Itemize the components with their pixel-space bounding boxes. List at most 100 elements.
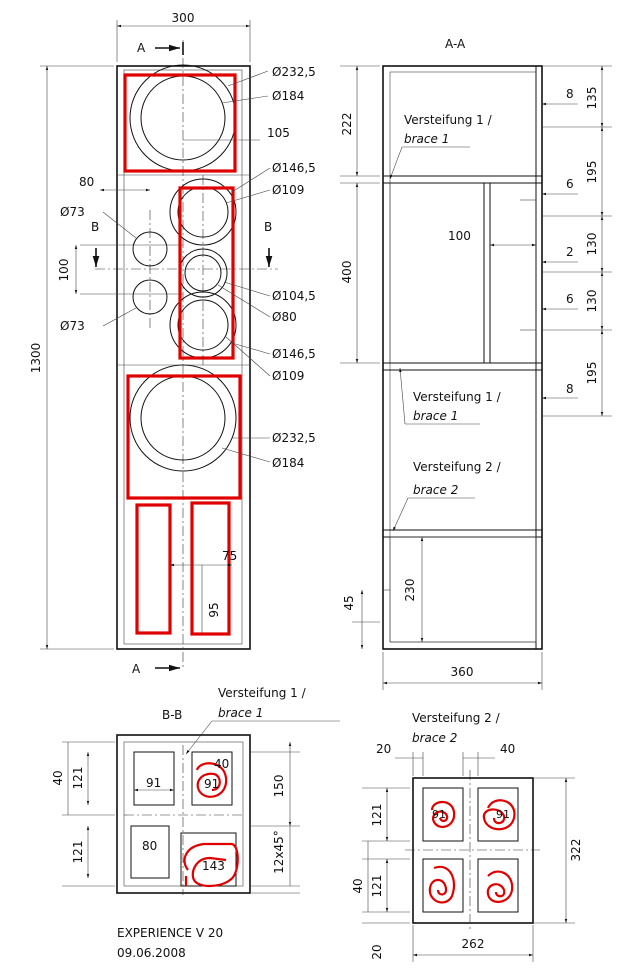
- brace2-dim-121-b: 121: [370, 875, 384, 898]
- brace2-dim-91-a: 91: [432, 808, 446, 821]
- brace2-dim-40-top: 40: [500, 742, 515, 756]
- front-dim-100: 100: [57, 259, 71, 282]
- section-aa-dim-8-top: 8: [566, 87, 574, 101]
- brace2-dim-91-b: 91: [496, 808, 510, 821]
- section-bb-title: B-B: [162, 708, 182, 722]
- section-bb-hole-tl: [133, 751, 175, 806]
- section-bb-hole-tr: [191, 751, 233, 806]
- section-a-marker-bottom: A: [132, 662, 141, 676]
- brace2-dim-262: 262: [462, 937, 485, 951]
- brace2-dim-20-bottom: 20: [370, 944, 384, 959]
- mid-bottom-inner-dia: Ø109: [272, 369, 304, 383]
- brace2-dim-121-a: 121: [370, 804, 384, 827]
- section-aa-dim-45: 45: [342, 595, 356, 610]
- front-dim-75: 75: [222, 549, 237, 563]
- front-view: 300 1300 A A B B 80 100 105 Ø232,5 Ø184 …: [29, 11, 316, 676]
- mid-top-inner-dia: Ø109: [272, 183, 304, 197]
- section-aa-brace2-en: brace 2: [413, 483, 458, 497]
- section-bb-dim-chamfer: 12x45°: [272, 830, 286, 874]
- section-bb-dim-40: 40: [51, 770, 65, 785]
- front-cabinet-outline: [116, 65, 251, 650]
- section-bb-dim-40-inner: 40: [214, 757, 229, 771]
- mid-tweeter-cutout-marking: [178, 186, 235, 360]
- section-aa-dim-360: 360: [451, 665, 474, 679]
- section-bb-scribble-top: [195, 762, 228, 798]
- section-aa-dim-400: 400: [340, 261, 354, 284]
- section-aa-dim-8-bottom: 8: [566, 382, 574, 396]
- section-bb-hole-bl: [130, 825, 170, 879]
- woofer-bottom-cutout-marking: [126, 374, 242, 500]
- woofer-top-outer-dia: Ø232,5: [272, 65, 316, 79]
- section-aa-brace1-en-a: brace 1: [404, 132, 449, 146]
- section-aa-divider-panel: [483, 182, 491, 364]
- section-aa-dim-195-bottom: 195: [585, 362, 599, 385]
- section-b-marker-right: B: [264, 220, 272, 234]
- brace-1-lower: [382, 362, 543, 371]
- section-aa-dim-135: 135: [585, 87, 599, 110]
- brace2-outline: [412, 777, 534, 924]
- section-bb-dim-150: 150: [272, 775, 286, 798]
- section-bb-dim-121-a: 121: [71, 767, 85, 790]
- brace2-title-en: brace 2: [412, 731, 457, 745]
- bottom-right-cutout-marking: [190, 501, 231, 636]
- bottom-left-cutout-marking: [135, 503, 172, 635]
- woofer-top-inner-dia: Ø184: [272, 89, 304, 103]
- front-dim-105: 105: [267, 126, 290, 140]
- woofer-top-cutout-marking: [123, 73, 237, 173]
- section-aa-brace1-de-a: Versteifung 1 /: [404, 113, 493, 127]
- section-aa-dim-130-bottom: 130: [585, 290, 599, 313]
- mid-top-outer-dia: Ø146,5: [272, 161, 316, 175]
- brace2-hole-tr: [477, 787, 519, 842]
- section-aa-brace1-de-b: Versteifung 1 /: [413, 390, 502, 404]
- section-aa-brace1-en-b: brace 1: [413, 409, 458, 423]
- section-bb-brace-en: brace 1: [218, 706, 263, 720]
- section-b-marker-left: B: [91, 220, 99, 234]
- brace2-hole-tl: [422, 787, 464, 842]
- section-a-marker-top: A: [137, 41, 146, 55]
- brace-1-upper: [382, 175, 543, 184]
- section-aa-dim-6-top: 6: [566, 177, 574, 191]
- section-aa-dim-130-top: 130: [585, 233, 599, 256]
- section-aa-dim-230: 230: [403, 579, 417, 602]
- brace2-scribble-bl: [428, 865, 456, 904]
- brace2-view: Versteifung 2 / brace 2 91 91 20 40 121: [351, 711, 583, 962]
- brace-2: [382, 529, 543, 538]
- section-aa-title: A-A: [445, 37, 466, 51]
- section-bb-outline: [116, 734, 251, 894]
- section-aa-dim-100: 100: [448, 229, 471, 243]
- section-aa-dim-6-bottom: 6: [566, 292, 574, 306]
- section-bb-dim-143: 143: [202, 859, 225, 873]
- mid-bottom-outer-dia: Ø146,5: [272, 347, 316, 361]
- front-dim-95: 95: [207, 602, 221, 617]
- brace2-dim-20-top: 20: [376, 742, 391, 756]
- section-aa-view: A-A 222 400 45 230: [340, 37, 612, 690]
- section-bb-brace-de: Versteifung 1 /: [218, 686, 307, 700]
- section-aa-brace2-de: Versteifung 2 /: [413, 460, 502, 474]
- footer-date: 09.06.2008: [117, 946, 186, 960]
- section-aa-dim-2: 2: [566, 245, 574, 259]
- section-bb-dim-121-b: 121: [71, 841, 85, 864]
- brace2-dim-40-left: 40: [351, 878, 365, 893]
- section-bb-dim-91-b: 91: [204, 777, 219, 791]
- front-height-dim: 1300: [29, 343, 43, 374]
- brace2-hole-br: [477, 858, 519, 913]
- section-bb-scribble-bottom: [183, 842, 239, 888]
- section-aa-outline: [382, 65, 543, 650]
- tweeter-inner-dia: Ø80: [272, 310, 297, 324]
- woofer-bottom-inner-dia: Ø184: [272, 456, 304, 470]
- brace2-title-de: Versteifung 2 /: [412, 711, 501, 725]
- port-top-dia: Ø73: [60, 205, 85, 219]
- section-bb-dim-80: 80: [142, 839, 157, 853]
- footer-project: EXPERIENCE V 20: [117, 926, 223, 940]
- port-bottom-dia: Ø73: [60, 319, 85, 333]
- brace2-scribble-tr: [482, 799, 516, 831]
- brace2-hole-bl: [422, 858, 464, 913]
- front-width-dim: 300: [172, 11, 195, 25]
- section-bb-view: B-B Versteifung 1 / brace 1 121 121 40 9…: [51, 686, 340, 895]
- woofer-bottom-outer-dia: Ø232,5: [272, 431, 316, 445]
- brace2-dim-322: 322: [569, 839, 583, 862]
- brace2-scribble-tl: [430, 800, 456, 829]
- brace2-scribble-br: [486, 870, 514, 903]
